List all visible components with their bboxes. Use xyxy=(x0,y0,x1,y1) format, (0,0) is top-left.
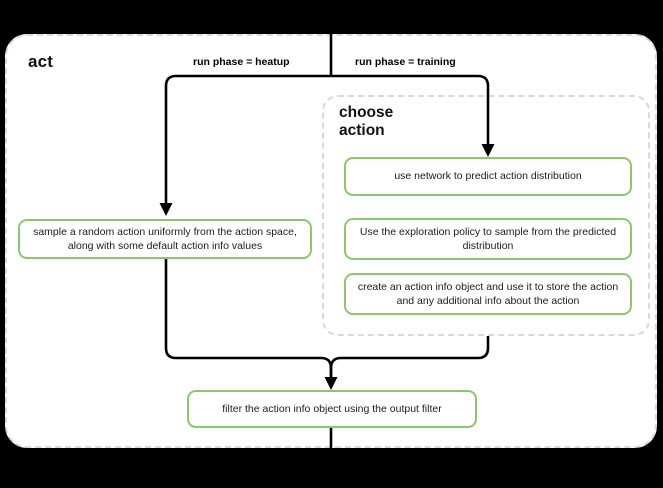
node-use-network[interactable]: use network to predict action distributi… xyxy=(344,157,632,196)
choose-action-block-title: choose action xyxy=(339,104,394,140)
edge-label-heatup: run phase = heatup xyxy=(193,56,290,68)
node-filter-action-info[interactable]: filter the action info object using the … xyxy=(187,390,477,428)
edge-label-training: run phase = training xyxy=(355,56,456,68)
node-sample-random-action[interactable]: sample a random action uniformly from th… xyxy=(18,219,312,259)
node-create-action-info[interactable]: create an action info object and use it … xyxy=(344,273,632,315)
act-block-title: act xyxy=(28,52,54,71)
node-exploration-policy[interactable]: Use the exploration policy to sample fro… xyxy=(344,218,632,260)
